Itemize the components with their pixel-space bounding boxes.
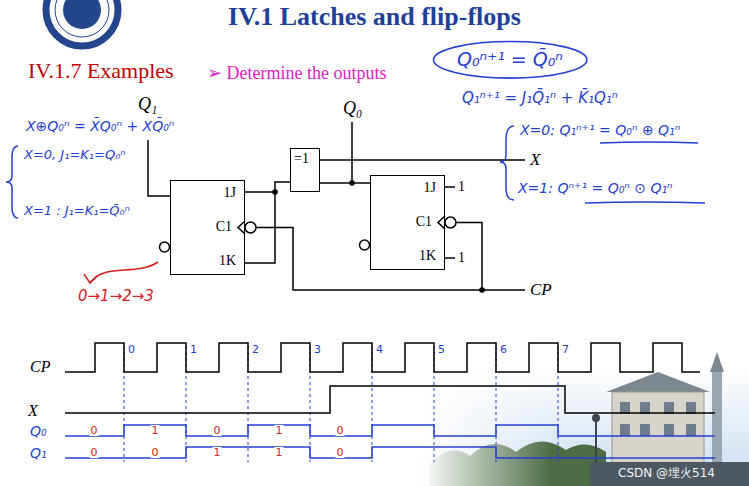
- task-note: ➢ Determine the outputs: [207, 63, 387, 84]
- handwritten-sequence: 0→1→2→3: [78, 288, 154, 305]
- clock-inversion-bubble: [245, 222, 256, 233]
- constant-wire: [445, 186, 455, 188]
- pin-name: 1J: [424, 180, 436, 196]
- signal-wire: [245, 182, 290, 192]
- state-value: 0: [336, 447, 345, 458]
- state-value: 0: [213, 425, 222, 436]
- signal-name: Q₁: [30, 445, 47, 461]
- section-heading: IV.1.7 Examples: [28, 58, 174, 83]
- q1-wire: [148, 140, 170, 196]
- handwritten-equation: X=1 : J₁=K₁=Q̄₀ⁿ: [24, 204, 130, 219]
- timing-diagram: [65, 343, 715, 462]
- logo-core: [63, 0, 101, 29]
- edge-number: 7: [562, 344, 569, 355]
- clock-indicator: [438, 216, 445, 229]
- handwritten-equation: X=0, J₁=K₁=Q₀ⁿ: [24, 148, 126, 163]
- jk-flip-flop: 1J C1 1K: [170, 180, 245, 275]
- inverted-output-bubble: [360, 240, 370, 250]
- circuit-wiring: [148, 122, 525, 290]
- logo-inner-ring: [55, 0, 109, 37]
- edge-number: 0: [128, 344, 135, 355]
- inverted-output-bubble: [160, 242, 170, 252]
- input-name: CP: [530, 280, 552, 300]
- handwritten-equation: Q₁ⁿ⁺¹ = J₁Q̄₁ⁿ + K̄₁Q₁ⁿ: [462, 90, 618, 107]
- arrow-head: [84, 274, 97, 283]
- k-input-wire: [245, 192, 275, 263]
- state-value: 0: [90, 447, 99, 458]
- signal-wire: [320, 182, 370, 184]
- pin-name: C1: [216, 219, 232, 235]
- edge-number: 6: [500, 344, 507, 355]
- pin-name: C1: [416, 214, 432, 230]
- pin-name: 1K: [219, 253, 236, 269]
- handwritten-marks: [6, 126, 705, 218]
- state-value: 1: [275, 425, 284, 436]
- state-value: 0: [336, 425, 345, 436]
- state-value: 1: [151, 425, 160, 436]
- arrow-curve: [90, 262, 158, 283]
- clock-waveform: [65, 343, 700, 372]
- edge-markers: [124, 346, 558, 462]
- clock-inversion-bubble: [445, 217, 456, 228]
- clock-indicator: [238, 221, 245, 234]
- pin-name: 1K: [419, 248, 436, 264]
- q0-wire: [351, 122, 353, 183]
- constant-input: 1: [458, 179, 465, 195]
- watermark: CSDN @埋火514: [618, 467, 715, 481]
- output-name: Q₁: [138, 94, 157, 115]
- equation-text: Q₀ⁿ⁺¹ = Q̄₀ⁿ: [457, 49, 563, 71]
- clock-wire: [456, 223, 482, 291]
- handwritten-equation: X=1: Qⁿ⁺¹ = Q₀ⁿ ⊙ Q₁ⁿ: [518, 180, 673, 196]
- edge-number: 5: [438, 344, 445, 355]
- slide-title: IV.1 Latches and flip-flops: [0, 2, 749, 32]
- state-value: 1: [213, 447, 222, 458]
- constant-input: 1: [458, 250, 465, 266]
- edge-number: 2: [252, 344, 259, 355]
- red-arrow: [84, 262, 158, 283]
- equation-ellipse: Q₀ⁿ⁺¹ = Q̄₀ⁿ: [432, 40, 588, 80]
- edge-number: 3: [314, 344, 321, 355]
- handwritten-equation: X⊕Q₀ⁿ = X̄Q₀ⁿ + XQ̄₀ⁿ: [26, 118, 174, 134]
- underline: [585, 202, 705, 203]
- x-waveform: [65, 386, 715, 413]
- gate-symbol: =1: [294, 151, 309, 167]
- constant-wire: [445, 257, 455, 259]
- pin-name: 1J: [224, 185, 236, 201]
- university-logo: [46, 0, 118, 46]
- signal-name: X: [28, 402, 38, 420]
- q1-waveform: [65, 447, 715, 458]
- underline: [600, 142, 698, 143]
- clock-wire: [256, 228, 525, 291]
- state-value: 1: [275, 447, 284, 458]
- state-value: 0: [90, 425, 99, 436]
- signal-name: Q₀: [30, 423, 47, 439]
- handwritten-equation: X=0: Q₁ⁿ⁺¹ = Q₀ⁿ ⊕ Q₁ⁿ: [520, 122, 680, 138]
- x-input-wire: [320, 159, 525, 161]
- q0-waveform: [65, 425, 715, 436]
- ellipse-outline: [433, 42, 586, 79]
- output-name: Q₀: [343, 98, 362, 119]
- state-value: 0: [151, 447, 160, 458]
- edge-number: 1: [190, 344, 197, 355]
- right-brace: [500, 126, 514, 200]
- xor-gate: =1: [290, 148, 320, 192]
- signal-name: CP: [30, 358, 50, 376]
- left-brace: [6, 146, 18, 218]
- logo-ring: [46, 0, 118, 46]
- jk-flip-flop: 1J C1 1K: [370, 175, 445, 270]
- junction-dot: [479, 287, 485, 293]
- edge-number: 4: [376, 344, 383, 355]
- input-name: X: [530, 150, 540, 170]
